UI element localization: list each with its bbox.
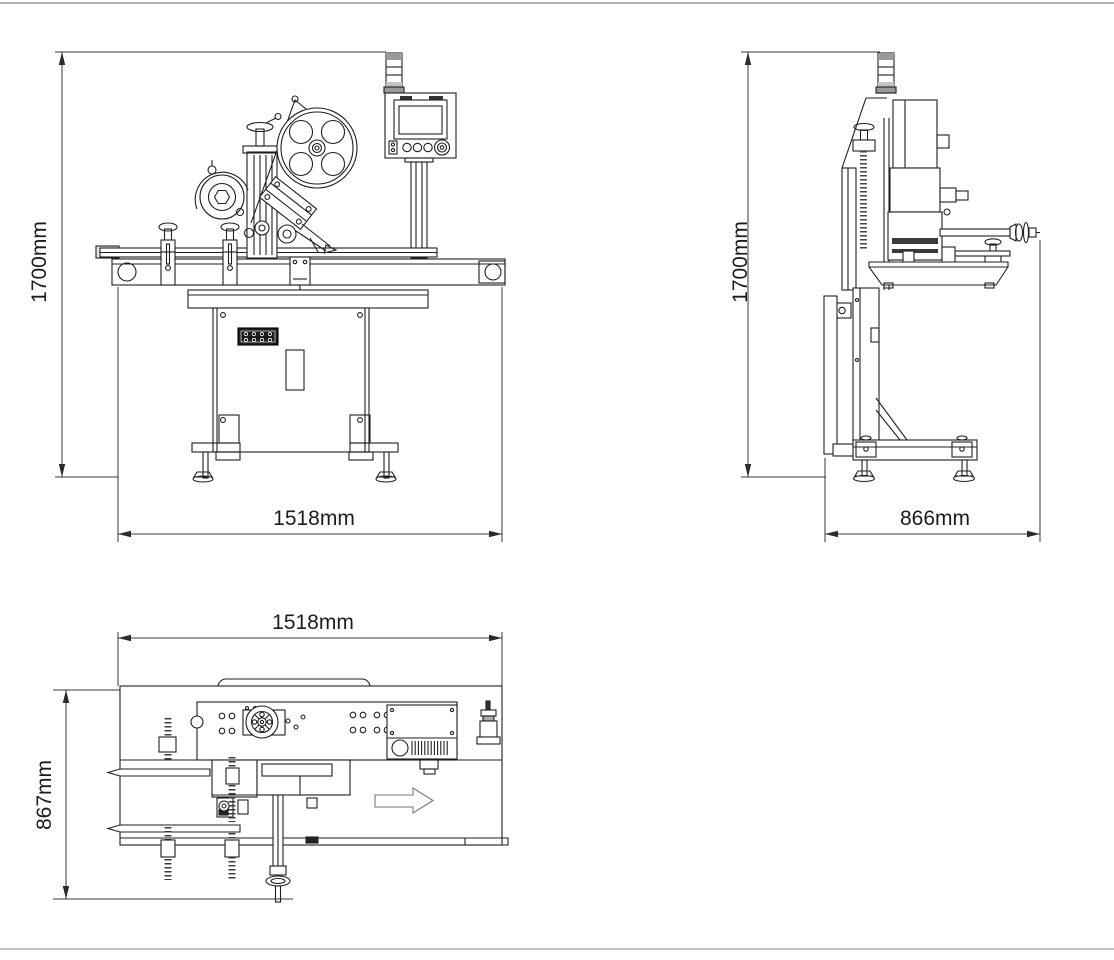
page-bottom-rule <box>0 948 1114 950</box>
door-slot <box>285 349 305 391</box>
front-width-dimension <box>117 287 503 542</box>
panel-button <box>412 142 423 153</box>
top-width-dimension <box>117 632 503 686</box>
panel-button <box>423 142 433 153</box>
top-reel <box>242 705 286 739</box>
side-width-dimension <box>824 240 1041 542</box>
front-view-drawing <box>55 51 506 542</box>
side-tower-light-icon <box>875 52 897 94</box>
side-view-drawing <box>741 51 1041 542</box>
side-width-label: 866mm <box>899 507 971 530</box>
connector-plate <box>237 327 279 346</box>
side-conveyor-section <box>868 261 1009 289</box>
labeling-head <box>194 95 358 259</box>
stand-cabinet <box>187 289 429 483</box>
side-height-dimension <box>741 51 880 478</box>
panel-knob <box>433 139 451 156</box>
top-right-bracket <box>476 700 501 745</box>
panel-button <box>402 142 412 153</box>
side-stand <box>823 287 978 483</box>
top-depth-label: 867mm <box>33 759 56 831</box>
flow-direction-arrow-icon <box>374 787 435 814</box>
label-reel <box>276 107 358 189</box>
peel-plate-tip <box>323 244 338 254</box>
side-head <box>841 97 1040 291</box>
control-panel <box>384 92 457 259</box>
top-applicator-assembly <box>211 759 351 903</box>
front-height-label: 1700mm <box>28 221 51 303</box>
top-width-label: 1518mm <box>272 611 354 634</box>
front-width-label: 1518mm <box>273 507 355 530</box>
top-control-box <box>386 704 458 775</box>
front-height-dimension <box>55 51 386 478</box>
adjustment-handle <box>939 221 1040 244</box>
top-view-machine <box>106 678 509 903</box>
applicator-box <box>258 175 318 231</box>
hmi-screen <box>393 99 448 140</box>
conveyor-guide-clamps <box>158 222 240 286</box>
panel-switch <box>388 140 398 155</box>
side-height-label: 1700mm <box>729 221 752 303</box>
front-tower-light-icon <box>383 52 405 94</box>
rewind-disc <box>194 160 249 220</box>
page-top-rule <box>0 2 1114 4</box>
threaded-screws <box>158 718 240 880</box>
top-depth-dimension <box>53 689 293 900</box>
top-view-drawing <box>53 632 509 903</box>
